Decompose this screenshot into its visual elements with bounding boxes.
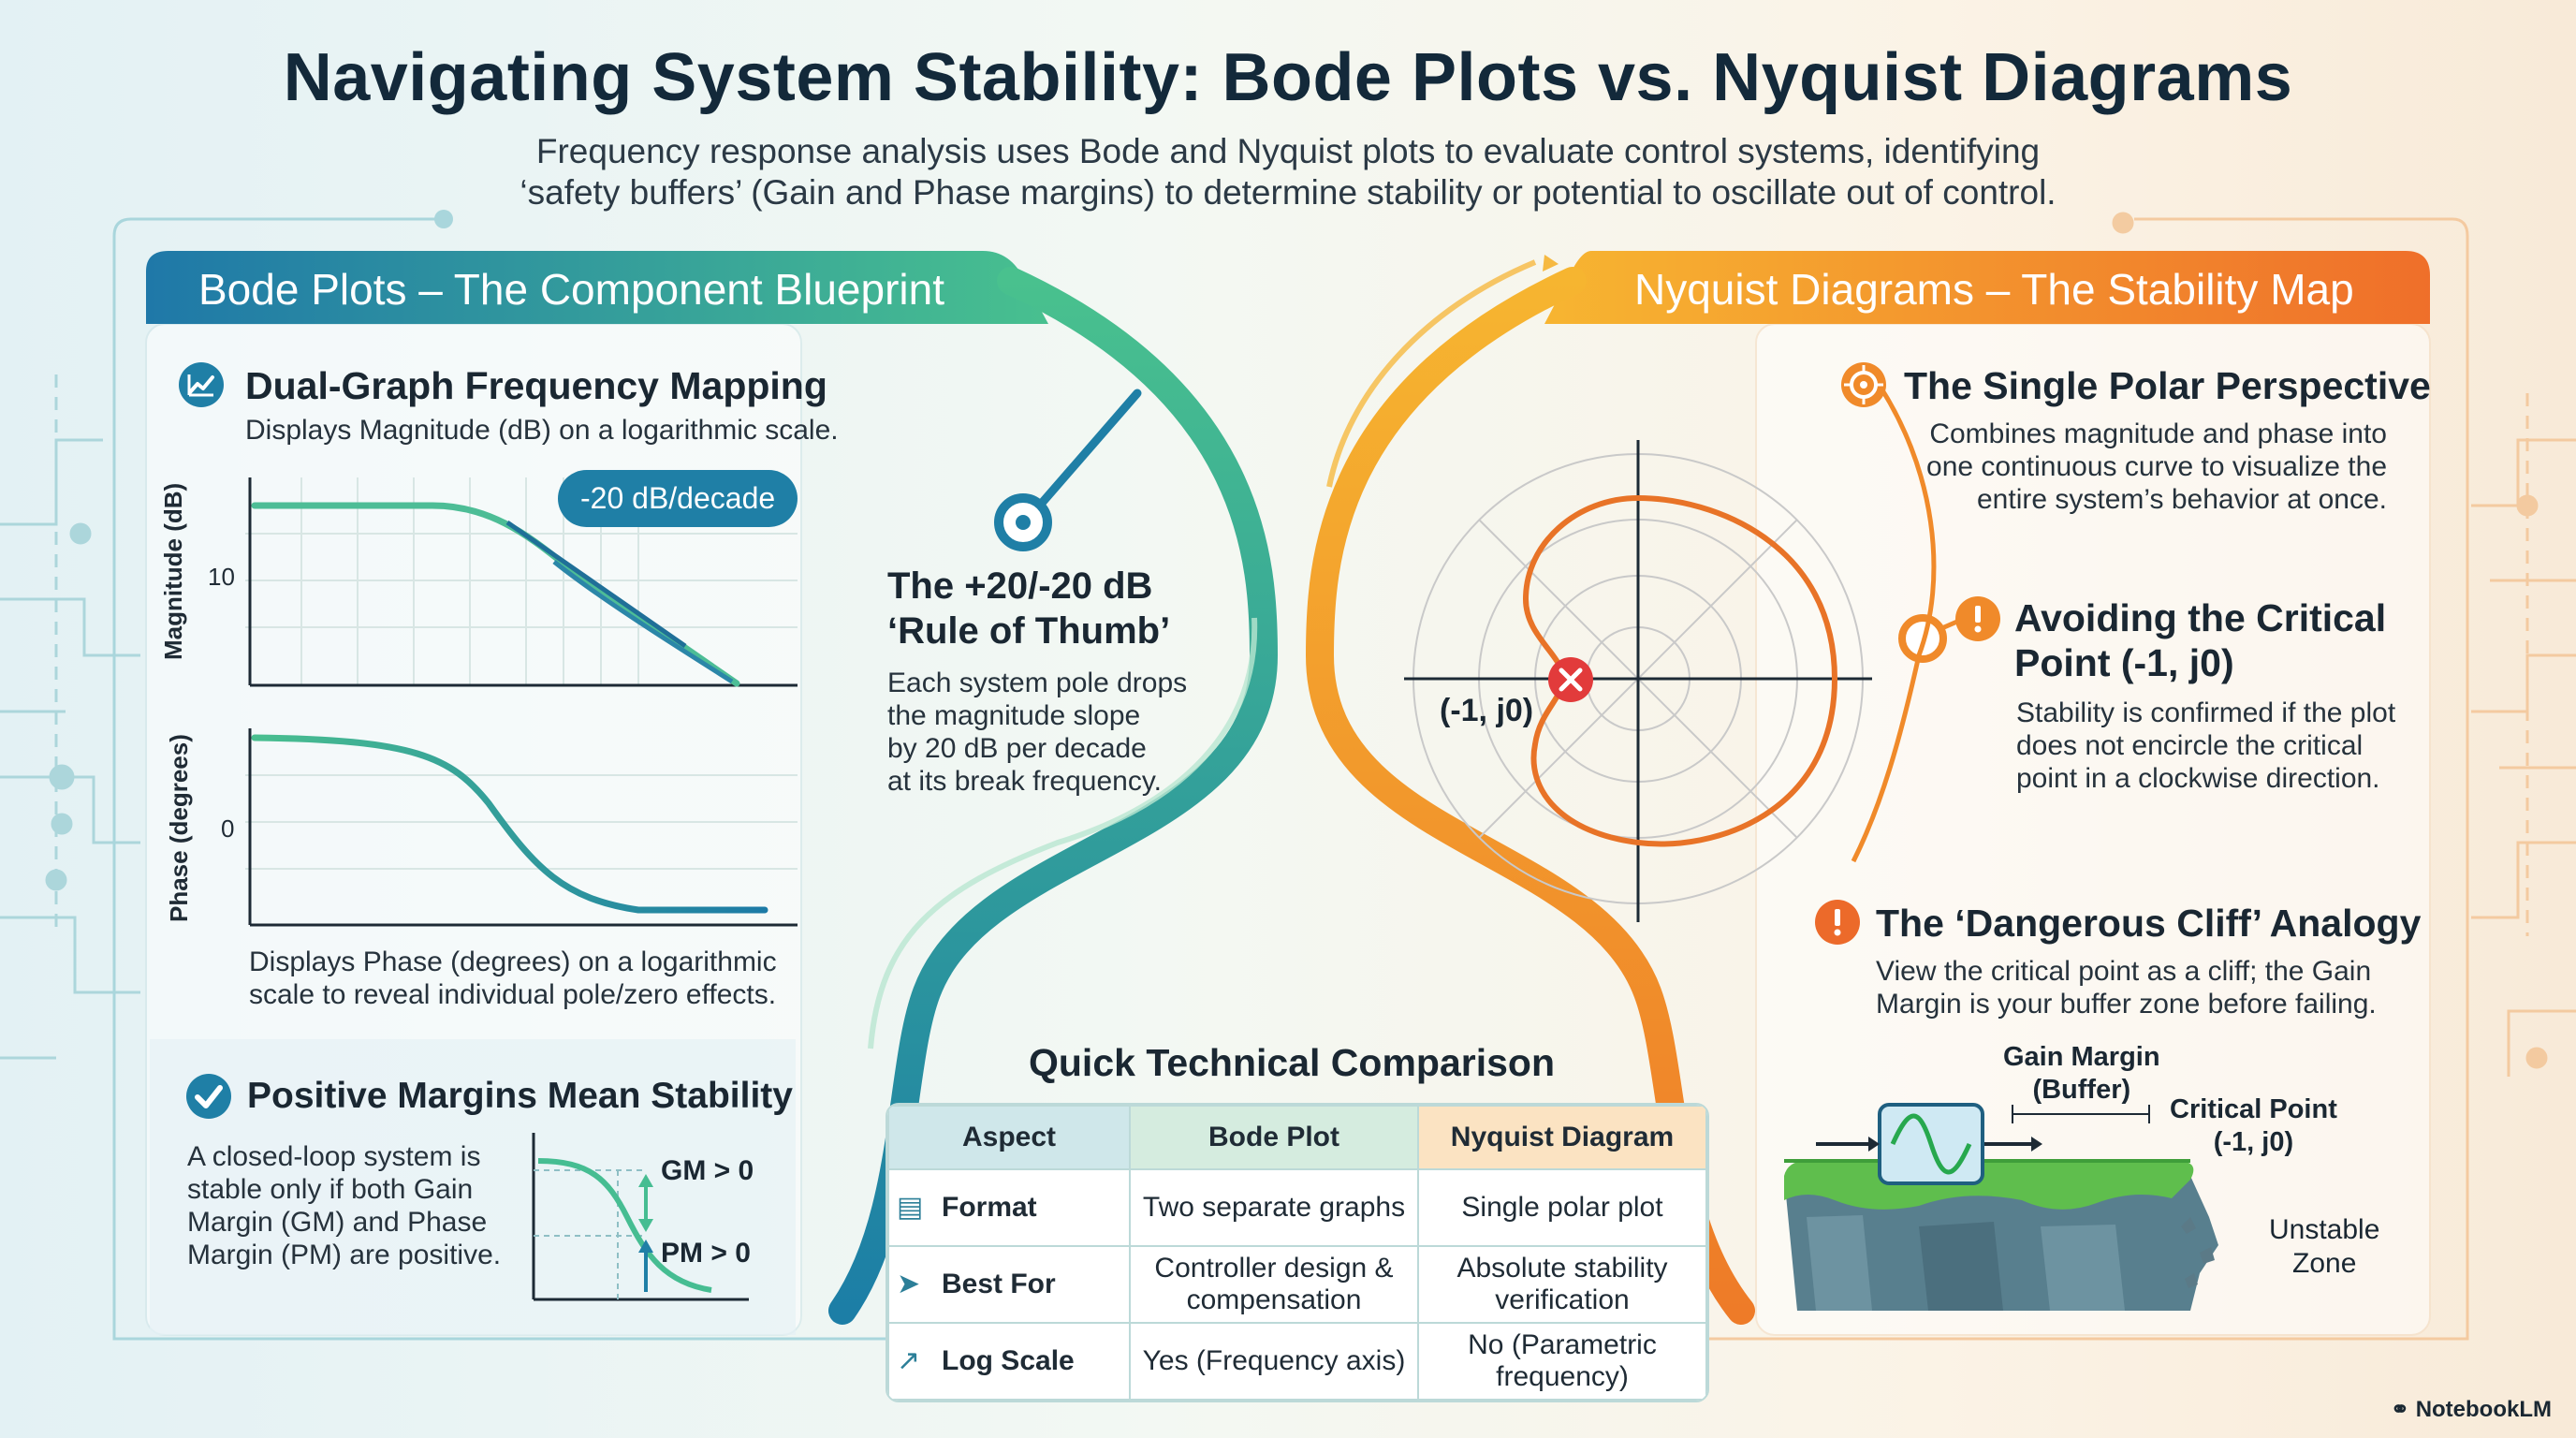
row-aspect-label: Best For — [942, 1269, 1056, 1299]
polar-text-line2: one continuous curve to visualize the — [1926, 451, 2387, 482]
rule-text-line1: Each system pole drops — [887, 668, 1188, 698]
rule-text-line3: by 20 dB per decade — [887, 733, 1147, 764]
row-aspect: ➤ Best For — [887, 1245, 1131, 1324]
phase-text-line1: Displays Phase (degrees) on a logarithmi… — [249, 946, 777, 977]
bode-section1-text: Displays Magnitude (dB) on a logarithmic… — [245, 415, 839, 446]
circuit-lines-left — [0, 374, 140, 1060]
row-aspect: ↗ Log Scale — [887, 1322, 1131, 1401]
margin-text-line1: A closed-loop system is — [187, 1141, 481, 1172]
gain-margin-line1: Gain Margin — [2003, 1042, 2160, 1072]
phase-text-line2: scale to reveal individual pole/zero eff… — [249, 979, 777, 1010]
rocket-icon: ➤ — [897, 1269, 921, 1299]
critical-title-line1: Avoiding the Critical — [2014, 596, 2387, 639]
nyquist-section3-text: View the critical point as a cliff; the … — [1876, 955, 2377, 1020]
phase-tick-label: 0 — [221, 814, 235, 843]
brand-footer: ⚭ NotebookLM — [2391, 1396, 2552, 1423]
nyquist-section1-text: Combines magnitude and phase into one co… — [1910, 418, 2387, 516]
margin-text-line2: stable only if both Gain — [187, 1174, 474, 1205]
page-subtitle: Frequency response analysis uses Bode an… — [352, 131, 2224, 213]
margin-text-line3: Margin (GM) and Phase — [187, 1207, 488, 1238]
document-icon: ▤ — [897, 1192, 924, 1223]
margin-mini-plot — [532, 1133, 749, 1301]
subtitle-line-2: ‘safety buffers’ (Gain and Phase margins… — [520, 173, 2056, 212]
table-row: ↗ Log Scale Yes (Frequency axis) No (Para… — [887, 1322, 1707, 1401]
comparison-table-wrapper: Aspect Bode Plot Nyquist Diagram ▤ Format… — [886, 1103, 1709, 1402]
critical-point-line1: Critical Point — [2170, 1094, 2337, 1124]
row-bode-value: Controller design & compensation — [1129, 1245, 1419, 1324]
critical-text-line3: point in a clockwise direction. — [2016, 763, 2380, 794]
row-bode-value: Yes (Frequency axis) — [1129, 1322, 1419, 1401]
row-nyquist-value: Absolute stability verification — [1417, 1245, 1707, 1324]
chart-line-icon — [179, 362, 224, 407]
bode-section1-title: Dual-Graph Frequency Mapping — [245, 364, 827, 407]
cliff-text-line1: View the critical point as a cliff; the … — [1876, 956, 2372, 987]
bode-banner-title: Bode Plots – The Component Blueprint — [198, 265, 944, 314]
critical-point-line2: (-1, j0) — [2213, 1127, 2294, 1157]
row-nyquist-value: Single polar plot — [1417, 1168, 1707, 1247]
polar-text-line1: Combines magnitude and phase into — [1929, 418, 2387, 449]
rule-title-line1: The +20/-20 dB — [887, 565, 1153, 607]
bode-section2-text: A closed-loop system is stable only if b… — [187, 1140, 501, 1271]
gain-margin-line2: (Buffer) — [2032, 1075, 2131, 1105]
warning-icon — [1955, 596, 2000, 641]
critical-title-line2: Point (-1, j0) — [2014, 641, 2234, 684]
nyquist-banner-title: Nyquist Diagrams – The Stability Map — [1634, 265, 2354, 314]
target-icon — [1841, 362, 1886, 407]
header-aspect: Aspect — [887, 1105, 1131, 1170]
table-header-row: Aspect Bode Plot Nyquist Diagram — [887, 1105, 1707, 1170]
gain-margin-label: Gain Margin (Buffer) — [2003, 1041, 2160, 1107]
subtitle-line-1: Frequency response analysis uses Bode an… — [535, 132, 2041, 170]
check-circle-icon — [186, 1074, 231, 1119]
critical-text-line1: Stability is confirmed if the plot — [2016, 697, 2396, 728]
nyquist-section2-text: Stability is confirmed if the plot does … — [2016, 697, 2395, 795]
polar-text-line3: entire system’s behavior at once. — [1976, 484, 2387, 515]
row-aspect-label: Log Scale — [942, 1345, 1075, 1376]
rule-title: The +20/-20 dB ‘Rule of Thumb’ — [887, 564, 1170, 653]
rule-title-line2: ‘Rule of Thumb’ — [887, 610, 1171, 652]
row-bode-value: Two separate graphs — [1129, 1168, 1419, 1247]
unstable-line2: Zone — [2292, 1248, 2357, 1279]
log-chart-icon: ↗ — [897, 1345, 921, 1376]
bode-section2-title: Positive Margins Mean Stability — [247, 1076, 793, 1116]
nyquist-section2-title: Avoiding the Critical Point (-1, j0) — [2014, 595, 2386, 685]
nyquist-section1-title: The Single Polar Perspective — [1904, 364, 2431, 407]
rule-text: Each system pole drops the magnitude slo… — [887, 667, 1187, 798]
cliff-illustration — [1784, 1103, 2218, 1311]
header-nyquist: Nyquist Diagram — [1417, 1105, 1707, 1170]
nyquist-polar-plot — [1404, 440, 1872, 922]
phase-axis-label: Phase (degrees) — [165, 734, 193, 922]
unstable-line1: Unstable — [2269, 1214, 2380, 1245]
row-nyquist-value: No (Parametric frequency) — [1417, 1322, 1707, 1401]
gm-label: GM > 0 — [661, 1155, 754, 1186]
critical-point-cliff-label: Critical Point (-1, j0) — [2170, 1093, 2337, 1159]
magnitude-axis-label: Magnitude (dB) — [159, 482, 187, 660]
alert-icon — [1815, 900, 1860, 945]
phase-description: Displays Phase (degrees) on a logarithmi… — [249, 946, 777, 1011]
unstable-zone-label: Unstable Zone — [2269, 1213, 2379, 1281]
magnitude-tick-label: 10 — [208, 563, 235, 591]
row-aspect-label: Format — [942, 1192, 1037, 1223]
comparison-title: Quick Technical Comparison — [1029, 1041, 1555, 1084]
table-row: ▤ Format Two separate graphs Single polar… — [887, 1168, 1707, 1247]
circuit-lines-right — [2112, 212, 2576, 1077]
header-bode: Bode Plot — [1129, 1105, 1419, 1170]
page-title: Navigating System Stability: Bode Plots … — [283, 40, 2293, 115]
rule-text-line2: the magnitude slope — [887, 700, 1141, 731]
margin-text-line4: Margin (PM) are positive. — [187, 1240, 502, 1270]
comparison-table: Aspect Bode Plot Nyquist Diagram ▤ Format… — [887, 1105, 1707, 1401]
row-aspect: ▤ Format — [887, 1168, 1131, 1247]
slope-tag: -20 dB/decade — [558, 470, 798, 527]
magnitude-plot — [245, 477, 798, 687]
phase-plot — [245, 728, 798, 927]
critical-text-line2: does not encircle the critical — [2016, 730, 2364, 761]
cliff-text-line2: Margin is your buffer zone before failin… — [1876, 989, 2377, 1020]
brand-icon: ⚭ — [2390, 1397, 2416, 1422]
rule-text-line4: at its break frequency. — [887, 766, 1162, 797]
nyquist-section3-title: The ‘Dangerous Cliff’ Analogy — [1876, 902, 2422, 945]
table-row: ➤ Best For Controller design & compensati… — [887, 1245, 1707, 1324]
critical-point-label: (-1, j0) — [1440, 693, 1534, 728]
brand-label: NotebookLM — [2415, 1397, 2552, 1422]
pm-label: PM > 0 — [661, 1238, 751, 1269]
